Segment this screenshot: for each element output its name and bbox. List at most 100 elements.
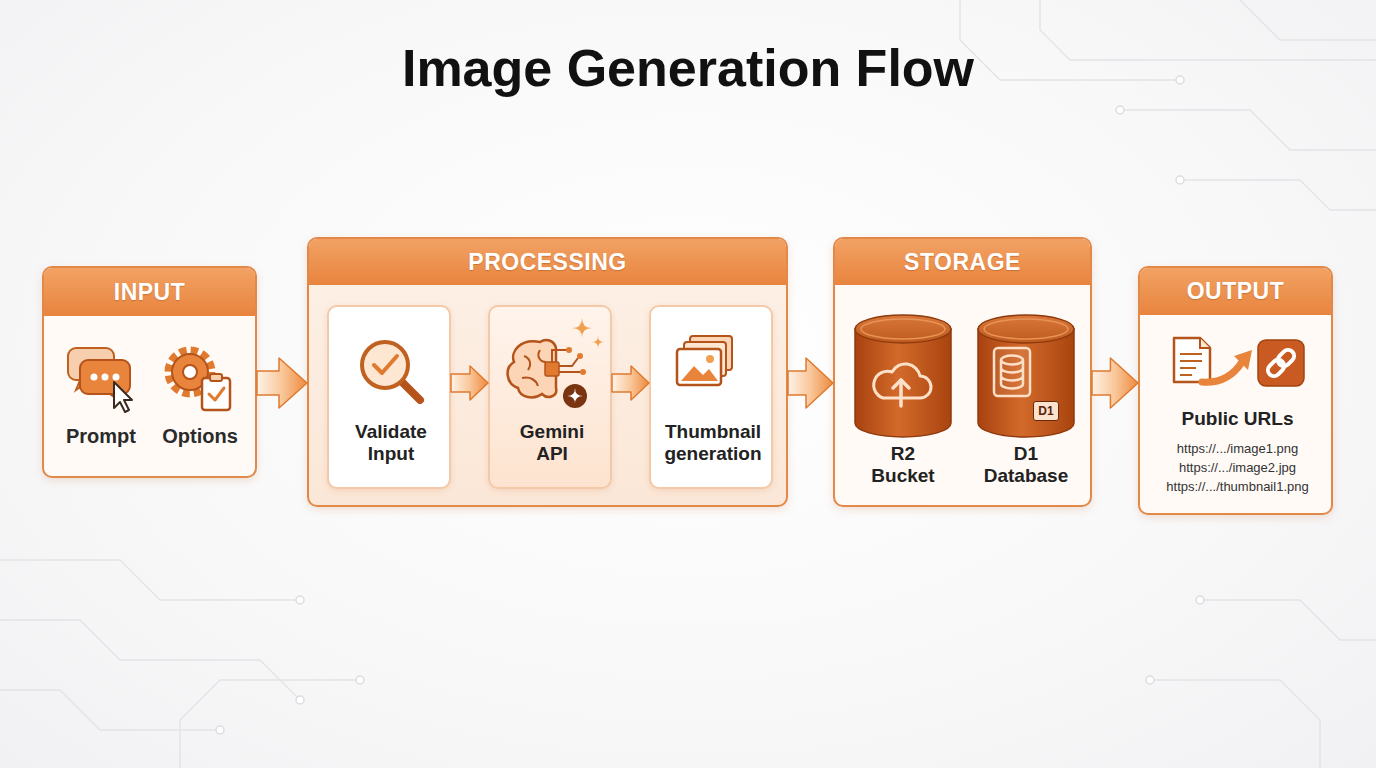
circuit-lines-part	[1180, 180, 1376, 210]
storage-panel: STORAGE R2 Bucket D1D1 Database	[833, 237, 1092, 507]
output-link-icon-part	[1200, 338, 1210, 348]
storage-label: R2 Bucket	[868, 443, 938, 487]
flow-arrow	[451, 366, 488, 400]
circuit-pads-part	[1146, 676, 1154, 684]
circuit-pads-part	[1176, 176, 1184, 184]
circuit-lines-part	[0, 690, 220, 730]
database-icon-part	[1001, 356, 1023, 365]
cylinder-rim	[984, 319, 1068, 339]
ai-brain-icon-part	[580, 369, 586, 375]
circuit-pads-part	[1176, 76, 1184, 84]
panel-header: STORAGE	[835, 239, 1090, 285]
process-step: Thumbnail generation	[649, 305, 773, 489]
chat-icon-part	[113, 374, 120, 381]
chat-icon-part	[76, 380, 90, 390]
circuit-lines-part	[960, 0, 1180, 80]
magnifier-icon-part	[403, 383, 420, 400]
circuit-pads-part	[296, 696, 304, 704]
cylinder-outline	[977, 315, 1075, 437]
images-icon-part	[681, 366, 718, 381]
images-icon-part	[677, 349, 721, 385]
output-link-icon-part-part	[1275, 347, 1296, 368]
cylinder-outline	[854, 315, 952, 437]
output-link-icon-part	[1258, 340, 1304, 386]
panel-header: PROCESSING	[309, 239, 786, 285]
gear-icon-part	[169, 351, 211, 393]
chat-icon-part	[91, 374, 98, 381]
output-panel: OUTPUTPublic URLshttps://.../image1.pngh…	[1138, 266, 1333, 515]
cylinder-top	[855, 315, 951, 343]
gear-icon-part	[209, 388, 224, 400]
url-text: https://.../image1.png	[1140, 440, 1335, 458]
circuit-pads-part	[296, 596, 304, 604]
magnifier-icon-part	[374, 356, 397, 373]
circuit-pads-part	[1116, 106, 1124, 114]
circuit-lines-part	[1040, 0, 1376, 60]
circuit-pads-part	[216, 726, 224, 734]
images-icon-part	[690, 336, 732, 370]
output-link-icon-part	[1234, 350, 1252, 370]
ai-brain-icon-part	[572, 318, 592, 338]
gear-icon-part	[183, 365, 197, 379]
chat-icon-part	[110, 394, 124, 404]
flow-arrow	[788, 358, 833, 408]
cloud-upload-icon-part	[893, 380, 909, 388]
gear-icon-part	[210, 374, 222, 381]
chat-icon-part	[102, 374, 109, 381]
ai-brain-icon-part	[508, 340, 557, 397]
output-link-icon	[1174, 338, 1304, 386]
images-icon	[677, 336, 732, 385]
step-label: Thumbnail generation	[658, 421, 768, 465]
diagram-title: Image Generation Flow	[0, 38, 1376, 98]
output-link-icon-part	[1265, 347, 1296, 378]
circuit-lines-part	[1240, 0, 1376, 40]
circuit-lines-part	[1200, 600, 1376, 640]
cloud-upload-icon	[874, 364, 931, 406]
cylinder-body	[855, 329, 951, 437]
circuit-pads	[216, 76, 1204, 734]
flow-arrow	[612, 366, 649, 400]
ai-brain-icon-part	[563, 384, 587, 408]
process-step: Validate Input	[327, 305, 451, 489]
flow-arrow	[1092, 358, 1138, 408]
panel-header: INPUT	[44, 268, 255, 316]
ai-brain-icon-part	[522, 350, 546, 386]
cylinder-top	[978, 315, 1074, 343]
circuit-pads-part	[1196, 596, 1204, 604]
output-link-icon-part-part	[1265, 357, 1286, 378]
ai-brain-icon-part	[592, 336, 604, 348]
gear-icon-part	[172, 354, 208, 390]
images-icon-part	[706, 355, 714, 363]
circuit-lines-part	[1120, 110, 1376, 150]
chat-icon	[68, 348, 132, 412]
step-label: Validate Input	[336, 421, 446, 465]
output-link-icon-part	[1180, 354, 1202, 375]
ai-brain-icon-part	[577, 353, 583, 359]
panel-header: OUTPUT	[1140, 268, 1331, 315]
circuit-lines-part	[180, 680, 360, 768]
output-link-icon-part	[1174, 338, 1210, 382]
ai-brain-icon	[508, 318, 604, 408]
cloud-upload-icon-part	[874, 364, 931, 398]
ai-brain-icon-part	[566, 347, 572, 353]
magnifier-icon-part	[362, 342, 408, 388]
circuit-pads-part	[356, 676, 364, 684]
url-text: https://.../thumbnail1.png	[1140, 478, 1335, 496]
url-text: https://.../image2.jpg	[1140, 459, 1335, 477]
badge-label: D1	[1033, 401, 1059, 421]
input-label: Prompt	[56, 424, 146, 448]
database-cylinder: D1D1 Database	[977, 315, 1075, 437]
cloud-upload-icon-part	[899, 380, 903, 406]
process-step: Gemini API	[488, 305, 612, 489]
circuit-lines-part	[0, 620, 300, 700]
database-icon-part	[994, 348, 1030, 396]
storage-cylinder: R2 Bucket	[854, 315, 952, 437]
chat-icon-part	[80, 360, 130, 394]
output-link-icon-part	[1202, 362, 1242, 382]
step-label: Gemini API	[512, 421, 592, 465]
ai-brain-icon-part	[545, 362, 559, 376]
images-icon-part	[684, 342, 726, 376]
